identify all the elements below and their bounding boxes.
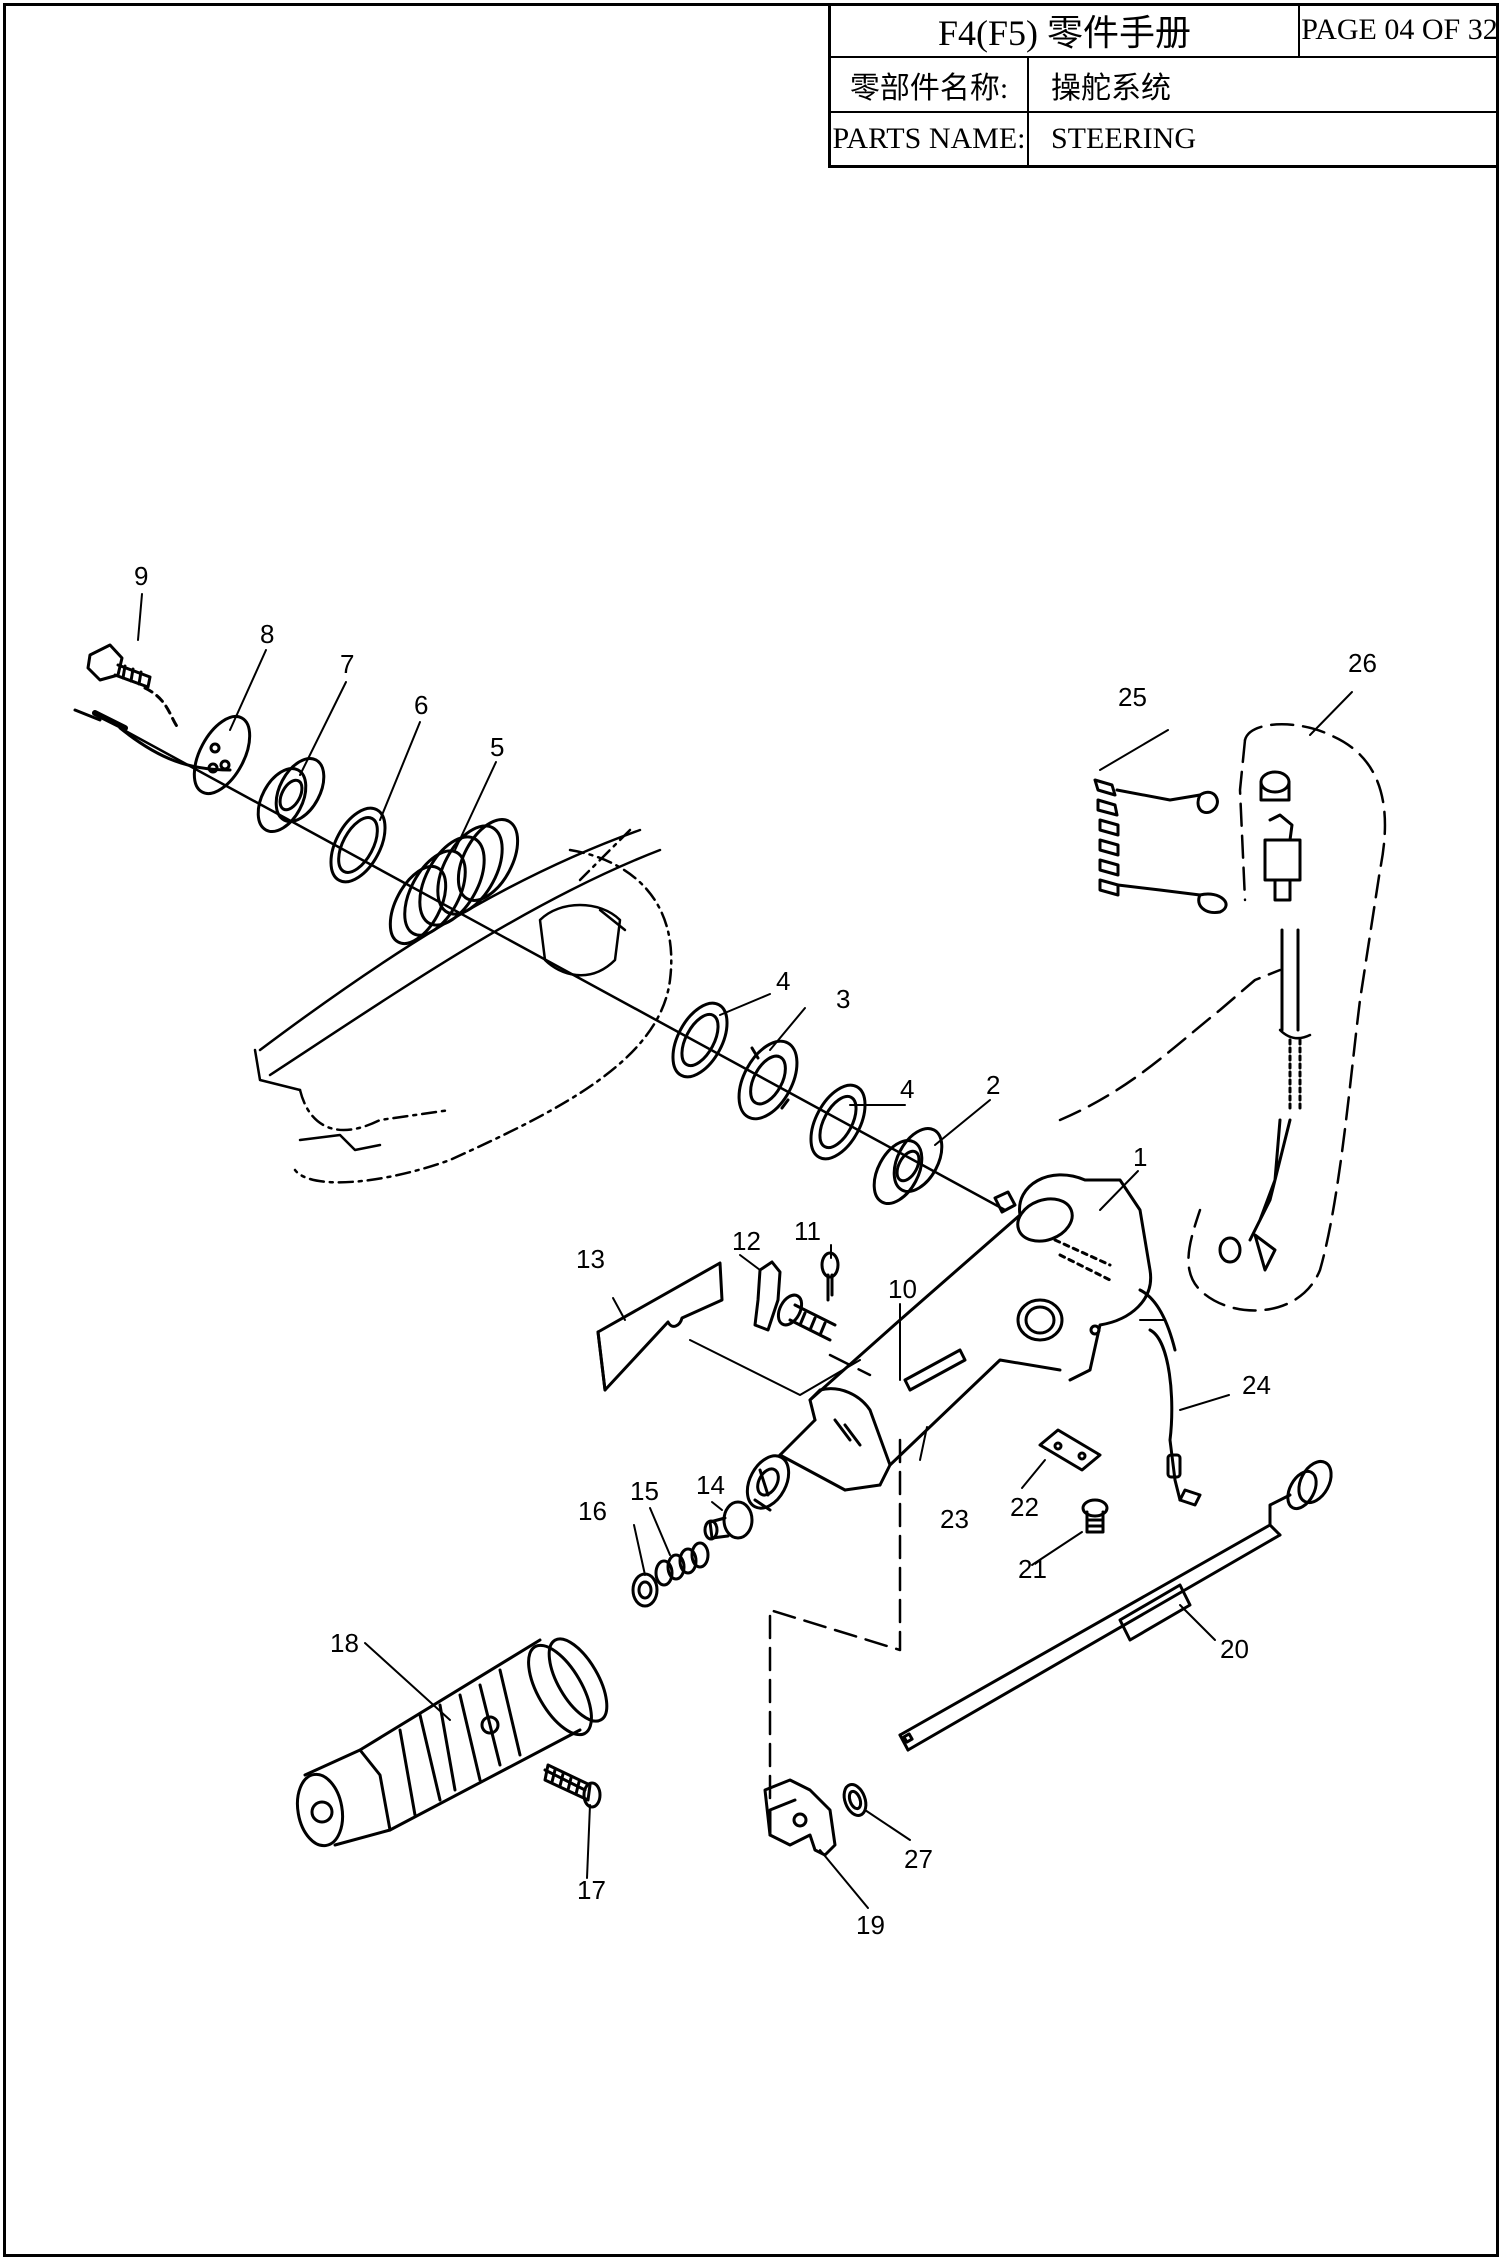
bracket-19 [763,1778,837,1857]
callout-6: 6 [414,690,428,720]
grip-18 [295,1637,609,1848]
callout-20: 20 [1220,1634,1249,1664]
page-number: PAGE 04 OF 32 [1298,3,1499,56]
callout-14: 14 [696,1470,725,1500]
friction-knob-12 [753,1260,837,1342]
part-name-label-cn: 零部件名称: [831,58,1029,111]
collar-3 [737,1039,799,1121]
callout-25: 25 [1118,682,1147,712]
throttle-cable [73,708,1007,1212]
part-name-value-cn: 操舵系统 [1051,71,1171,105]
decal-23 [903,1348,967,1392]
leader-lines [137,593,1353,1909]
callout-4b: 4 [900,1074,914,1104]
grommet-7 [256,757,326,833]
callout-8: 8 [260,619,274,649]
callout-27: 27 [904,1844,933,1874]
bolt-9 [86,643,182,732]
decal-13 [596,1261,861,1396]
callout-13: 13 [576,1244,605,1274]
part-name-en-row: PARTS NAME: STEERING [831,113,1499,165]
assembly-lines [768,968,1282,1802]
callout-15: 15 [630,1476,659,1506]
part-name-label-en: PARTS NAME: [831,113,1029,165]
washer-4b [809,1083,867,1161]
callout-16: 16 [578,1496,607,1526]
callout-23: 23 [940,1504,969,1534]
callout-12: 12 [732,1226,761,1256]
tiller-arm-10 [745,1387,892,1512]
callout-3: 3 [836,984,850,1014]
spring-15 [654,1541,710,1587]
bushing-2 [872,1127,944,1205]
title-block: F4(F5) 零件手册 PAGE 04 OF 32 零部件名称: 操舵系统 PA… [828,3,1499,168]
callout-17: 17 [577,1875,606,1905]
callout-24: 24 [1242,1370,1271,1400]
callout-10: 10 [888,1274,917,1304]
manual-title: F4(F5) 零件手册 [937,12,1192,53]
stop-switch-26 [1187,723,1387,1312]
screw-21 [1081,1498,1109,1534]
callout-5: 5 [490,732,504,762]
bellows-5 [388,818,520,945]
clip-27 [842,1783,868,1817]
stopper-14 [703,1500,754,1541]
drawing-frame [3,3,1499,2257]
tiller-bracket-1 [808,1173,1177,1467]
callout-22: 22 [1010,1492,1039,1522]
callout-19: 19 [856,1910,885,1940]
screw-17 [543,1763,602,1809]
part-name-value-en: STEERING [1051,122,1196,155]
lead-wire-24 [1148,1328,1202,1507]
part-name-cn-row: 零部件名称: 操舵系统 [831,58,1499,113]
throttle-shaft-20 [898,1459,1333,1752]
cable-end-nut [993,1190,1017,1214]
washer-4a [671,1001,729,1079]
callout-9: 9 [134,561,148,591]
callout-2: 2 [986,1070,1000,1100]
lanyard-25 [1093,778,1228,915]
callout-1: 1 [1133,1142,1147,1172]
title-row: F4(F5) 零件手册 PAGE 04 OF 32 [831,3,1499,58]
engine-cover-outline [253,828,673,1184]
plate-22 [1038,1428,1102,1472]
callout-labels: 9 8 7 6 5 4 3 4 2 1 11 12 13 10 24 22 23… [134,561,1377,1940]
callout-7: 7 [340,649,354,679]
callout-26: 26 [1348,648,1377,678]
callout-11: 11 [794,1216,821,1246]
cotter-pin-11 [820,1251,840,1302]
callout-18: 18 [330,1628,359,1658]
callout-21: 21 [1018,1554,1047,1584]
callout-4a: 4 [776,966,790,996]
o-ring-6 [329,806,387,884]
plate-8 [192,715,252,795]
washer-16 [631,1572,659,1608]
